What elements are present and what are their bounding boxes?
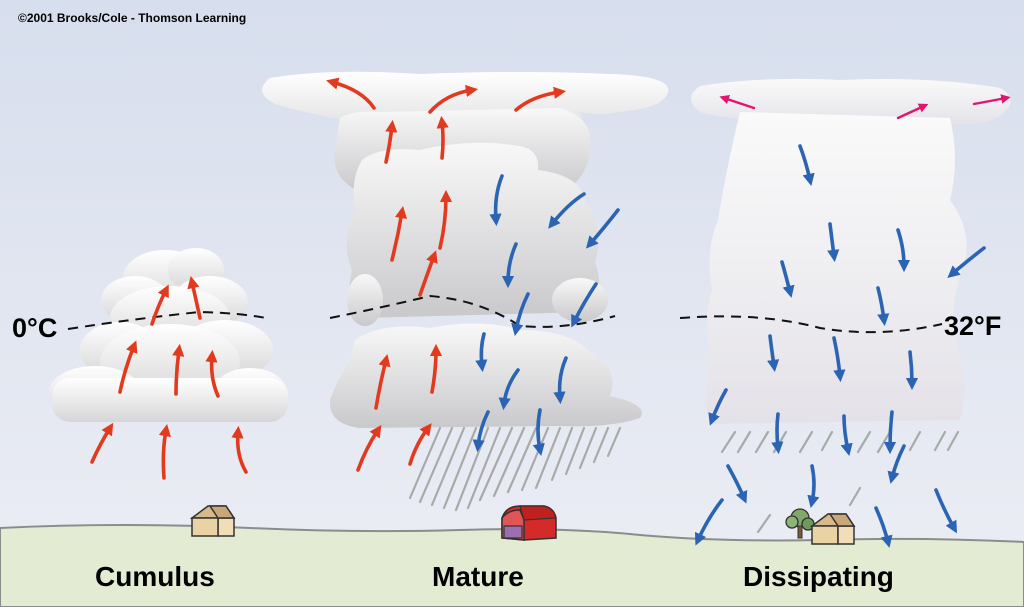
downdraft-arrow [934,488,957,534]
outflow-arrow [896,103,929,120]
tree-icon [785,508,815,539]
stage-label-cumulus: Cumulus [95,561,215,592]
house-icon [189,505,236,537]
updraft-arrow [384,119,398,164]
updraft-arrow [408,423,432,466]
downdraft-arrow [498,368,520,411]
stage-label-dissipating: Dissipating [743,561,894,592]
outflow-arrow [719,94,756,110]
downdraft-arrow [947,246,986,278]
freezing-level-line-right [679,315,943,334]
barn-icon [501,505,557,541]
outflow-arrow [972,94,1011,106]
updraft-arrow [118,340,138,394]
updraft-arrow [90,422,114,464]
updraft-arrow [172,343,185,396]
downdraft-arrow [553,356,568,405]
copyright-notice: ©2001 Brooks/Cole - Thomson Learning [18,11,247,25]
downdraft-arrow [896,228,911,273]
downdraft-arrow [798,144,815,186]
updraft-arrow [231,425,248,474]
downdraft-arrow [475,332,488,373]
updraft-arrow [390,205,408,262]
updraft-arrow [150,284,169,326]
updraft-arrow [514,86,567,112]
freezing-level-fahrenheit-label: 32°F [944,311,1002,341]
downdraft-arrow [780,260,795,298]
downdraft-arrow [726,464,748,504]
downdraft-arrow [807,464,820,508]
downdraft-arrow [832,336,846,383]
updraft-arrows [90,77,567,480]
updraft-arrow [436,115,449,160]
updraft-arrow [428,84,479,114]
downdraft-arrow [840,414,853,456]
downdraft-arrow [767,334,780,373]
downdraft-arrow [472,410,490,453]
downdraft-arrow [887,444,906,484]
downdraft-arrow [548,192,586,229]
freezing-level-line-middle [329,294,616,328]
downdraft-arrow [585,208,620,249]
downdraft-arrow [501,242,518,289]
downdraft-arrow [511,292,530,337]
freezing-level-celsius-label: 0°C [12,313,58,343]
updraft-arrow [374,354,391,410]
updraft-arrow [356,424,382,472]
freezing-level-line-left [67,310,267,330]
downdraft-arrows [472,144,986,548]
downdraft-arrow [876,286,890,327]
downdraft-arrow [905,350,919,391]
dissipating-rain [720,430,960,534]
updraft-arrow [326,77,376,110]
downdraft-arrow [874,506,893,548]
downdraft-arrow [883,410,897,455]
updraft-arrow [429,343,443,394]
downdraft-arrow [489,174,504,227]
updraft-arrow [187,276,202,320]
updraft-arrow [438,189,453,250]
mature-rain [408,426,622,512]
updraft-arrow [158,423,171,480]
downdraft-arrow [771,412,784,455]
updraft-arrow [418,250,438,297]
updraft-arrow [205,349,220,398]
house-icon [809,513,856,545]
downdraft-arrow [571,282,598,328]
outflow-arrows [719,94,1011,120]
downdraft-arrow [532,408,545,457]
downdraft-arrow [827,222,840,263]
downdraft-arrow [708,388,728,426]
downdraft-arrow [694,498,724,546]
stage-label-mature: Mature [432,561,524,592]
